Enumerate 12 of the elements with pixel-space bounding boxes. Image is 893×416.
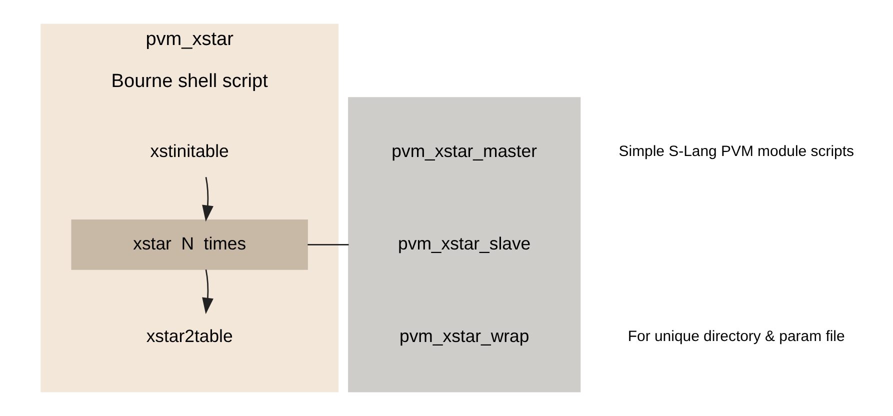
node-text: xstinitable — [150, 140, 228, 161]
arrow — [202, 177, 213, 222]
node-text: pvm_xstar_slave — [398, 233, 530, 254]
connector — [307, 244, 348, 246]
arrow — [202, 270, 213, 314]
node-text: xstar2table — [146, 326, 232, 346]
node-box: xstar N times — [70, 220, 308, 270]
label: Simple S-Lang PVM module scripts — [618, 143, 854, 160]
label: For unique directory & param file — [627, 328, 844, 346]
cluster — [348, 97, 580, 392]
node-text: pvm_xstar_master — [391, 140, 537, 161]
node-text: pvm_xstar_wrap — [399, 326, 529, 346]
